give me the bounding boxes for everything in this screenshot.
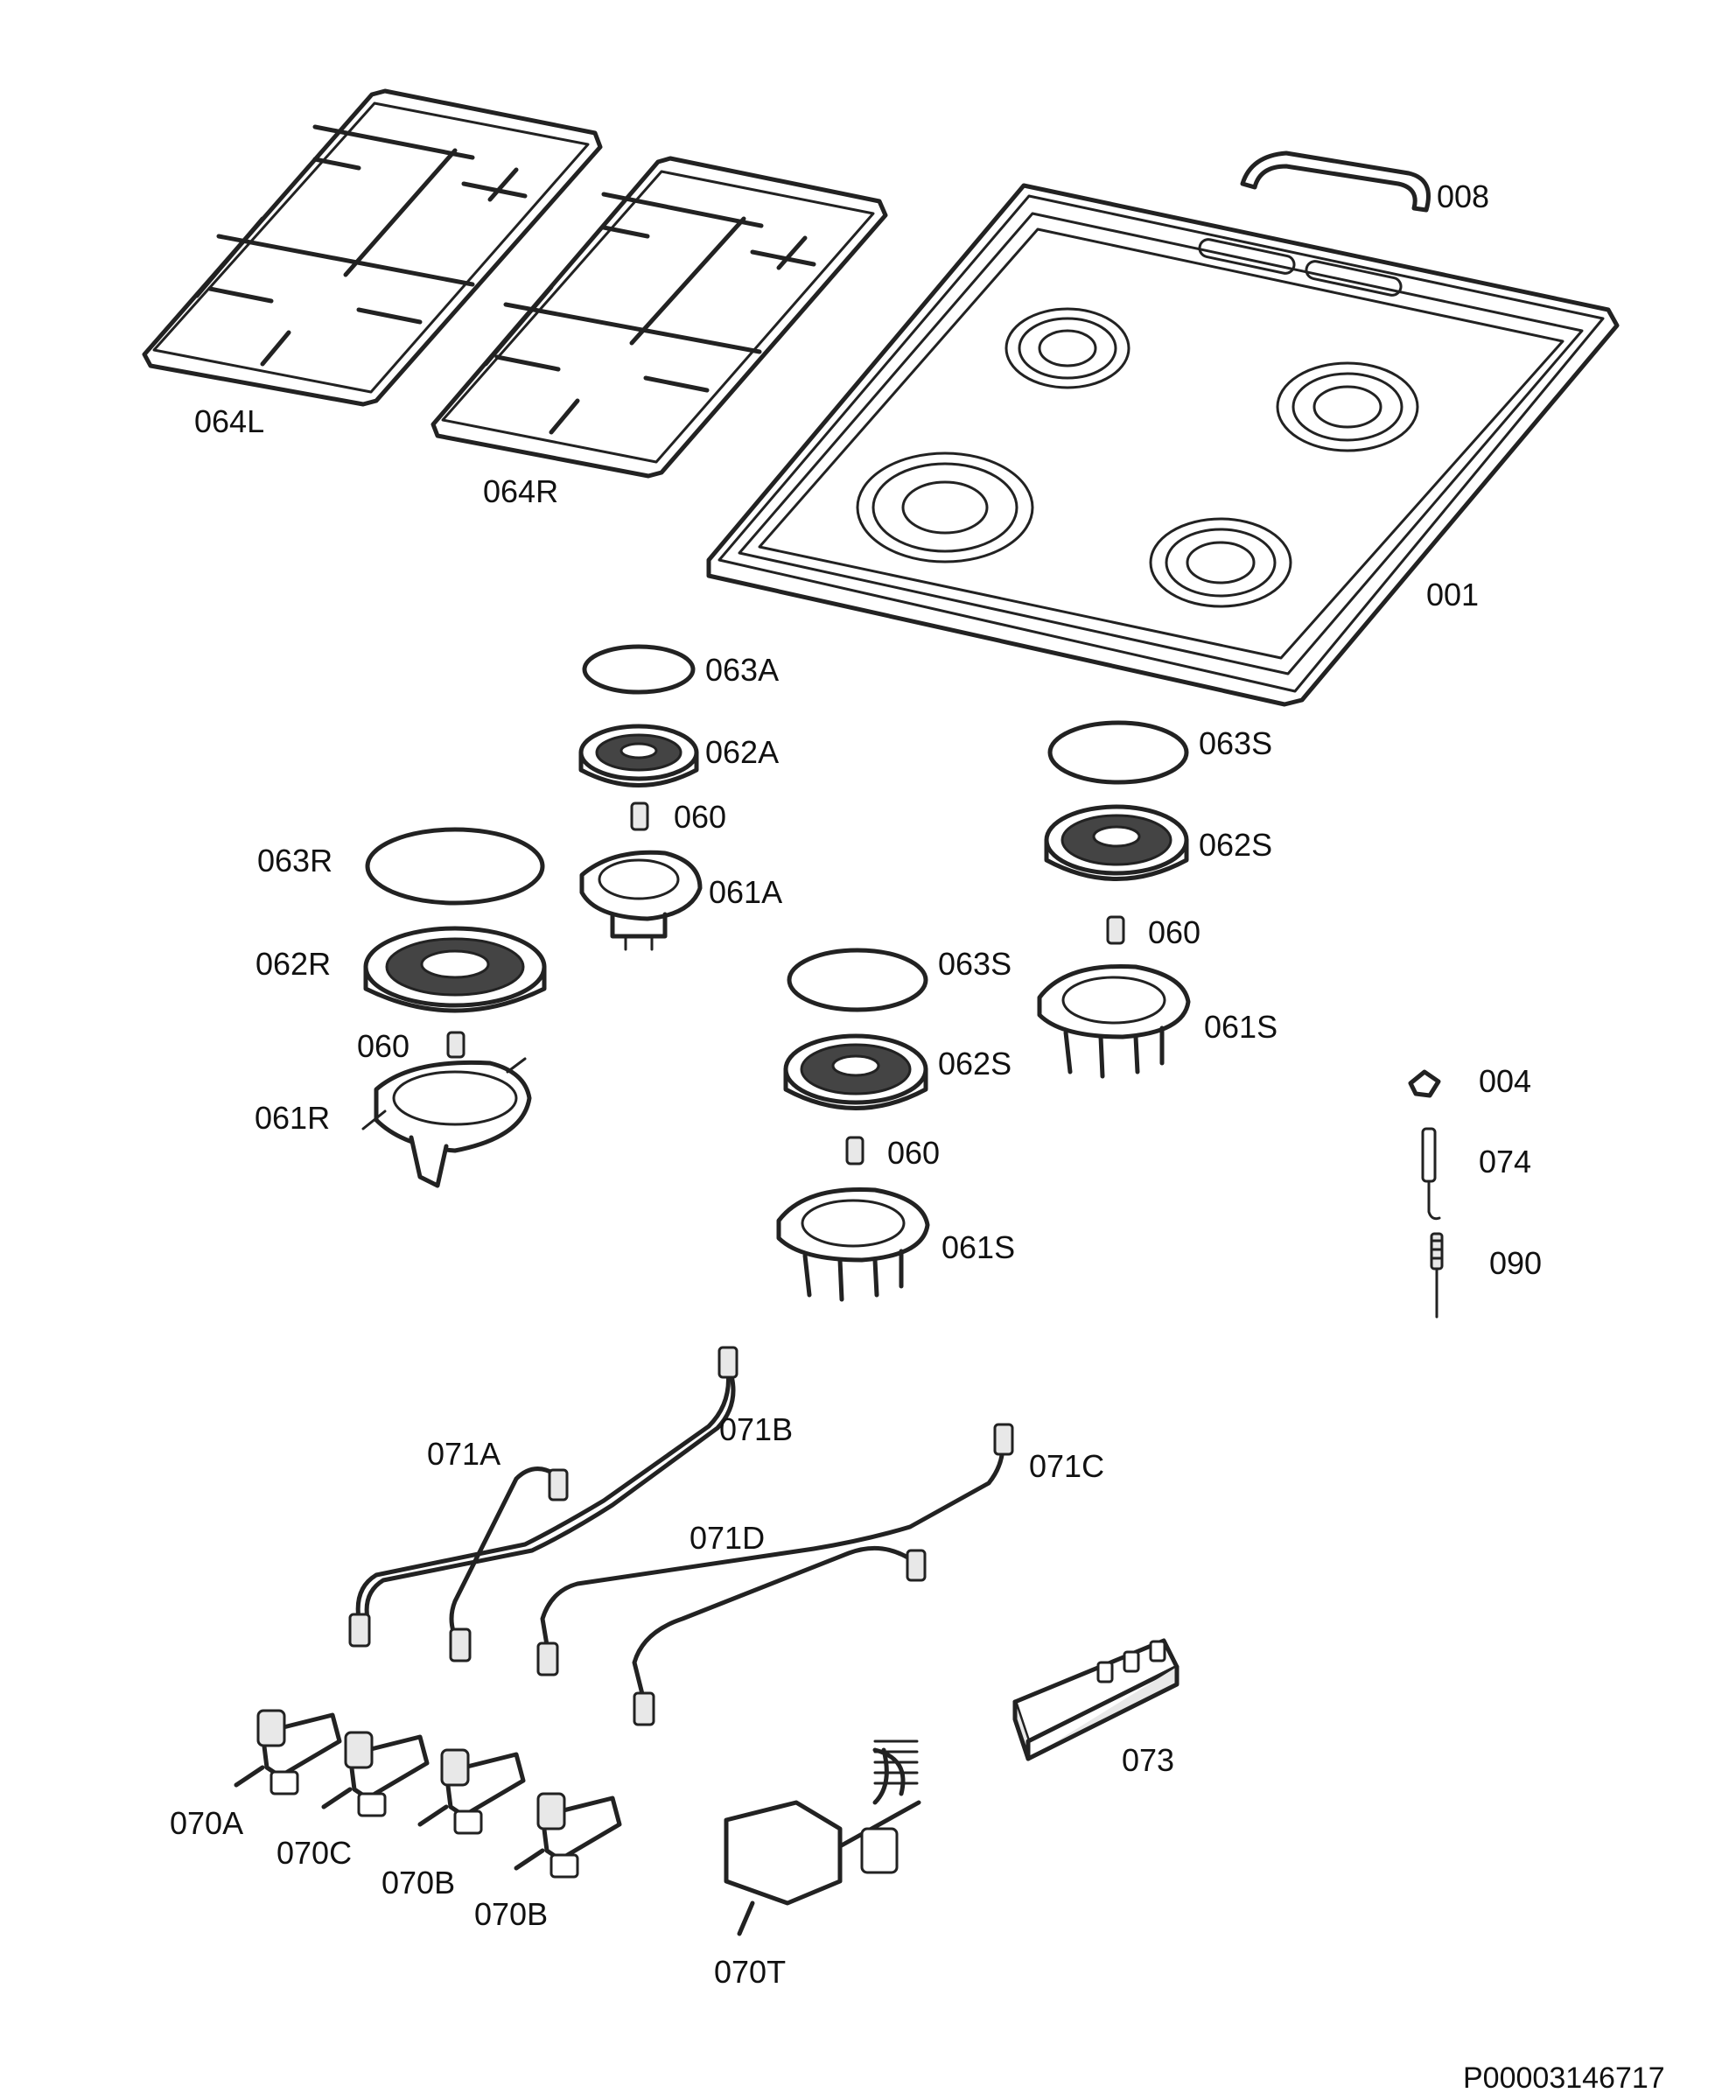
- label-injector-aux: 060: [674, 799, 726, 835]
- label-injector-rapid: 060: [357, 1028, 410, 1064]
- label-crown-aux: 062A: [705, 734, 779, 770]
- label-electrode: 074: [1479, 1144, 1531, 1180]
- label-grid-right: 064R: [483, 473, 558, 509]
- label-cap-aux: 063A: [705, 652, 779, 688]
- label-grid-left: 064L: [194, 403, 264, 439]
- burner-semi-mid-stack: [776, 948, 930, 1302]
- burner-rapid-stack: [361, 827, 547, 1188]
- document-code: P00003146717: [1463, 2062, 1665, 2095]
- label-pipe-b: 071B: [719, 1411, 793, 1447]
- label-injector-semi-right: 060: [1148, 914, 1200, 950]
- label-injector-semi-mid: 060: [887, 1135, 940, 1171]
- label-tap-c: 070C: [276, 1835, 352, 1871]
- label-ignition-unit: 073: [1122, 1742, 1174, 1778]
- label-cup-semi-mid: 061S: [942, 1229, 1015, 1265]
- label-cup-semi-right: 061S: [1204, 1009, 1278, 1045]
- label-thermostat-tap: 070T: [714, 1954, 786, 1990]
- label-crown-semi-mid: 062S: [938, 1046, 1012, 1082]
- label-tap-a: 070A: [170, 1805, 243, 1841]
- label-cap-rapid: 063R: [257, 843, 332, 878]
- label-knob-handle: 008: [1437, 178, 1489, 214]
- burner-aux-stack: [578, 644, 703, 951]
- ignition-unit: [1012, 1638, 1180, 1761]
- label-clip: 004: [1479, 1063, 1531, 1099]
- label-cup-rapid: 061R: [255, 1100, 330, 1136]
- label-tap-b1: 070B: [382, 1865, 455, 1900]
- gas-taps: [234, 1709, 622, 1879]
- label-tap-b2: 070B: [474, 1896, 548, 1932]
- label-cup-aux: 061A: [709, 874, 782, 910]
- label-cap-semi-right: 063S: [1199, 725, 1272, 761]
- label-pipe-a: 071A: [427, 1436, 500, 1472]
- gas-pipes: [348, 1346, 1014, 1726]
- pan-support-left: [142, 88, 603, 407]
- label-hob-top: 001: [1426, 577, 1479, 612]
- label-pipe-c: 071C: [1029, 1448, 1104, 1484]
- pan-support-right: [430, 156, 888, 479]
- part-labels: 064L 064R 008 001 063A 062A 060 061A 063…: [170, 178, 1665, 2095]
- thermostat-tap: [724, 1740, 921, 1936]
- label-crown-semi-right: 062S: [1199, 827, 1272, 863]
- trim-handle: [1240, 150, 1431, 213]
- label-cap-semi-mid: 063S: [938, 946, 1012, 982]
- small-parts: [1408, 1069, 1444, 1319]
- label-crown-rapid: 062R: [256, 946, 331, 982]
- label-thermocouple: 090: [1489, 1245, 1542, 1281]
- label-pipe-d: 071D: [690, 1520, 765, 1556]
- burner-semi-right-stack: [1037, 720, 1191, 1079]
- hob-top-plate: [706, 183, 1620, 707]
